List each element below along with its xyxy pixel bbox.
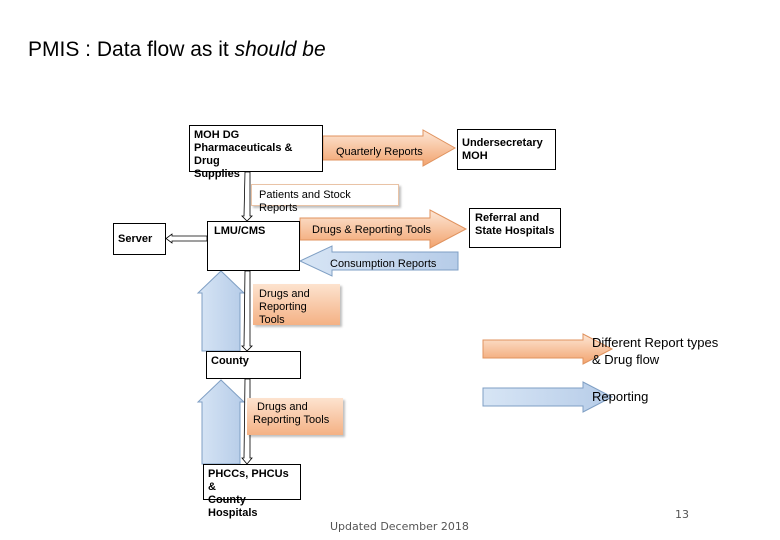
- phcc-line-1: PHCCs, PHCUs &: [208, 468, 289, 493]
- page-title: PMIS : Data flow as it should be: [28, 38, 326, 62]
- drugs-reporting-tools-arrow: [299, 209, 468, 249]
- title-prefix: PMIS : Data flow as it: [28, 38, 235, 61]
- reporting-up-arrow-upper: [196, 270, 246, 352]
- drugs-to-phcc-label: Drugs and Reporting Tools: [247, 398, 343, 435]
- patients-stock-reports-label: Patients and Stock Reports: [251, 184, 399, 214]
- drugs-to-county-line-1: Drugs and: [259, 288, 310, 300]
- moh-dg-box: MOH DG Pharmaceuticals & Drug Supplies: [189, 125, 323, 180]
- drugs-to-phcc-line-2: Reporting Tools: [253, 414, 330, 426]
- moh-dg-line-2: Pharmaceuticals & Drug: [194, 142, 293, 167]
- server-box: Server: [113, 223, 166, 255]
- undersecretary-box: Undersecretary MOH: [457, 129, 556, 170]
- moh-dg-line-3: Supplies: [194, 168, 240, 180]
- title-emphasis: should be: [234, 38, 326, 61]
- county-label: County: [211, 355, 249, 367]
- drugs-to-county-label: Drugs and Reporting Tools: [253, 284, 340, 326]
- connector-lmu-to-county: [241, 270, 253, 352]
- phcc-box: PHCCs, PHCUs & County Hospitals: [203, 464, 301, 519]
- reporting-up-arrow-lower: [196, 379, 246, 465]
- patients-stock-reports-text: Patients and Stock Reports: [259, 189, 351, 214]
- referral-line-2: State Hospitals: [475, 225, 555, 237]
- quarterly-reports-label: Quarterly Reports: [336, 146, 423, 158]
- consumption-reports-arrow: [298, 245, 459, 277]
- legend-orange-arrow: [482, 333, 614, 365]
- connector-lmu-to-server: [165, 233, 208, 244]
- moh-dg-line-1: MOH DG: [194, 129, 240, 141]
- footer-updated: Updated December 2018: [330, 520, 469, 533]
- legend-report-types-line-2: & Drug flow: [592, 352, 660, 367]
- referral-hospitals-box: Referral and State Hospitals: [469, 208, 561, 248]
- legend-report-types-text: Different Report types & Drug flow: [592, 334, 718, 368]
- server-label: Server: [118, 233, 153, 245]
- lmu-cms-label: LMU/CMS: [214, 225, 266, 237]
- referral-line-1: Referral and: [475, 212, 540, 224]
- lmu-cms-box: LMU/CMS: [207, 221, 300, 271]
- drugs-to-phcc-line-1: Drugs and: [257, 401, 308, 413]
- county-box: County: [206, 351, 301, 379]
- legend-report-types-line-1: Different Report types: [592, 335, 719, 350]
- legend-reporting-text: Reporting: [592, 389, 649, 404]
- phcc-line-2: County Hospitals: [208, 494, 258, 519]
- undersecretary-line-2: MOH: [462, 150, 488, 162]
- page-number: 13: [675, 508, 689, 521]
- drugs-to-county-line-3: Tools: [259, 314, 285, 326]
- consumption-reports-label: Consumption Reports: [330, 258, 437, 270]
- drugs-to-county-line-2: Reporting: [259, 301, 307, 313]
- quarterly-reports-arrow: [322, 129, 457, 167]
- connector-moh-to-lmu: [241, 171, 253, 222]
- legend-blue-arrow: [482, 381, 614, 413]
- drugs-reporting-tools-label: Drugs & Reporting Tools: [312, 224, 432, 236]
- undersecretary-line-1: Undersecretary: [462, 137, 543, 149]
